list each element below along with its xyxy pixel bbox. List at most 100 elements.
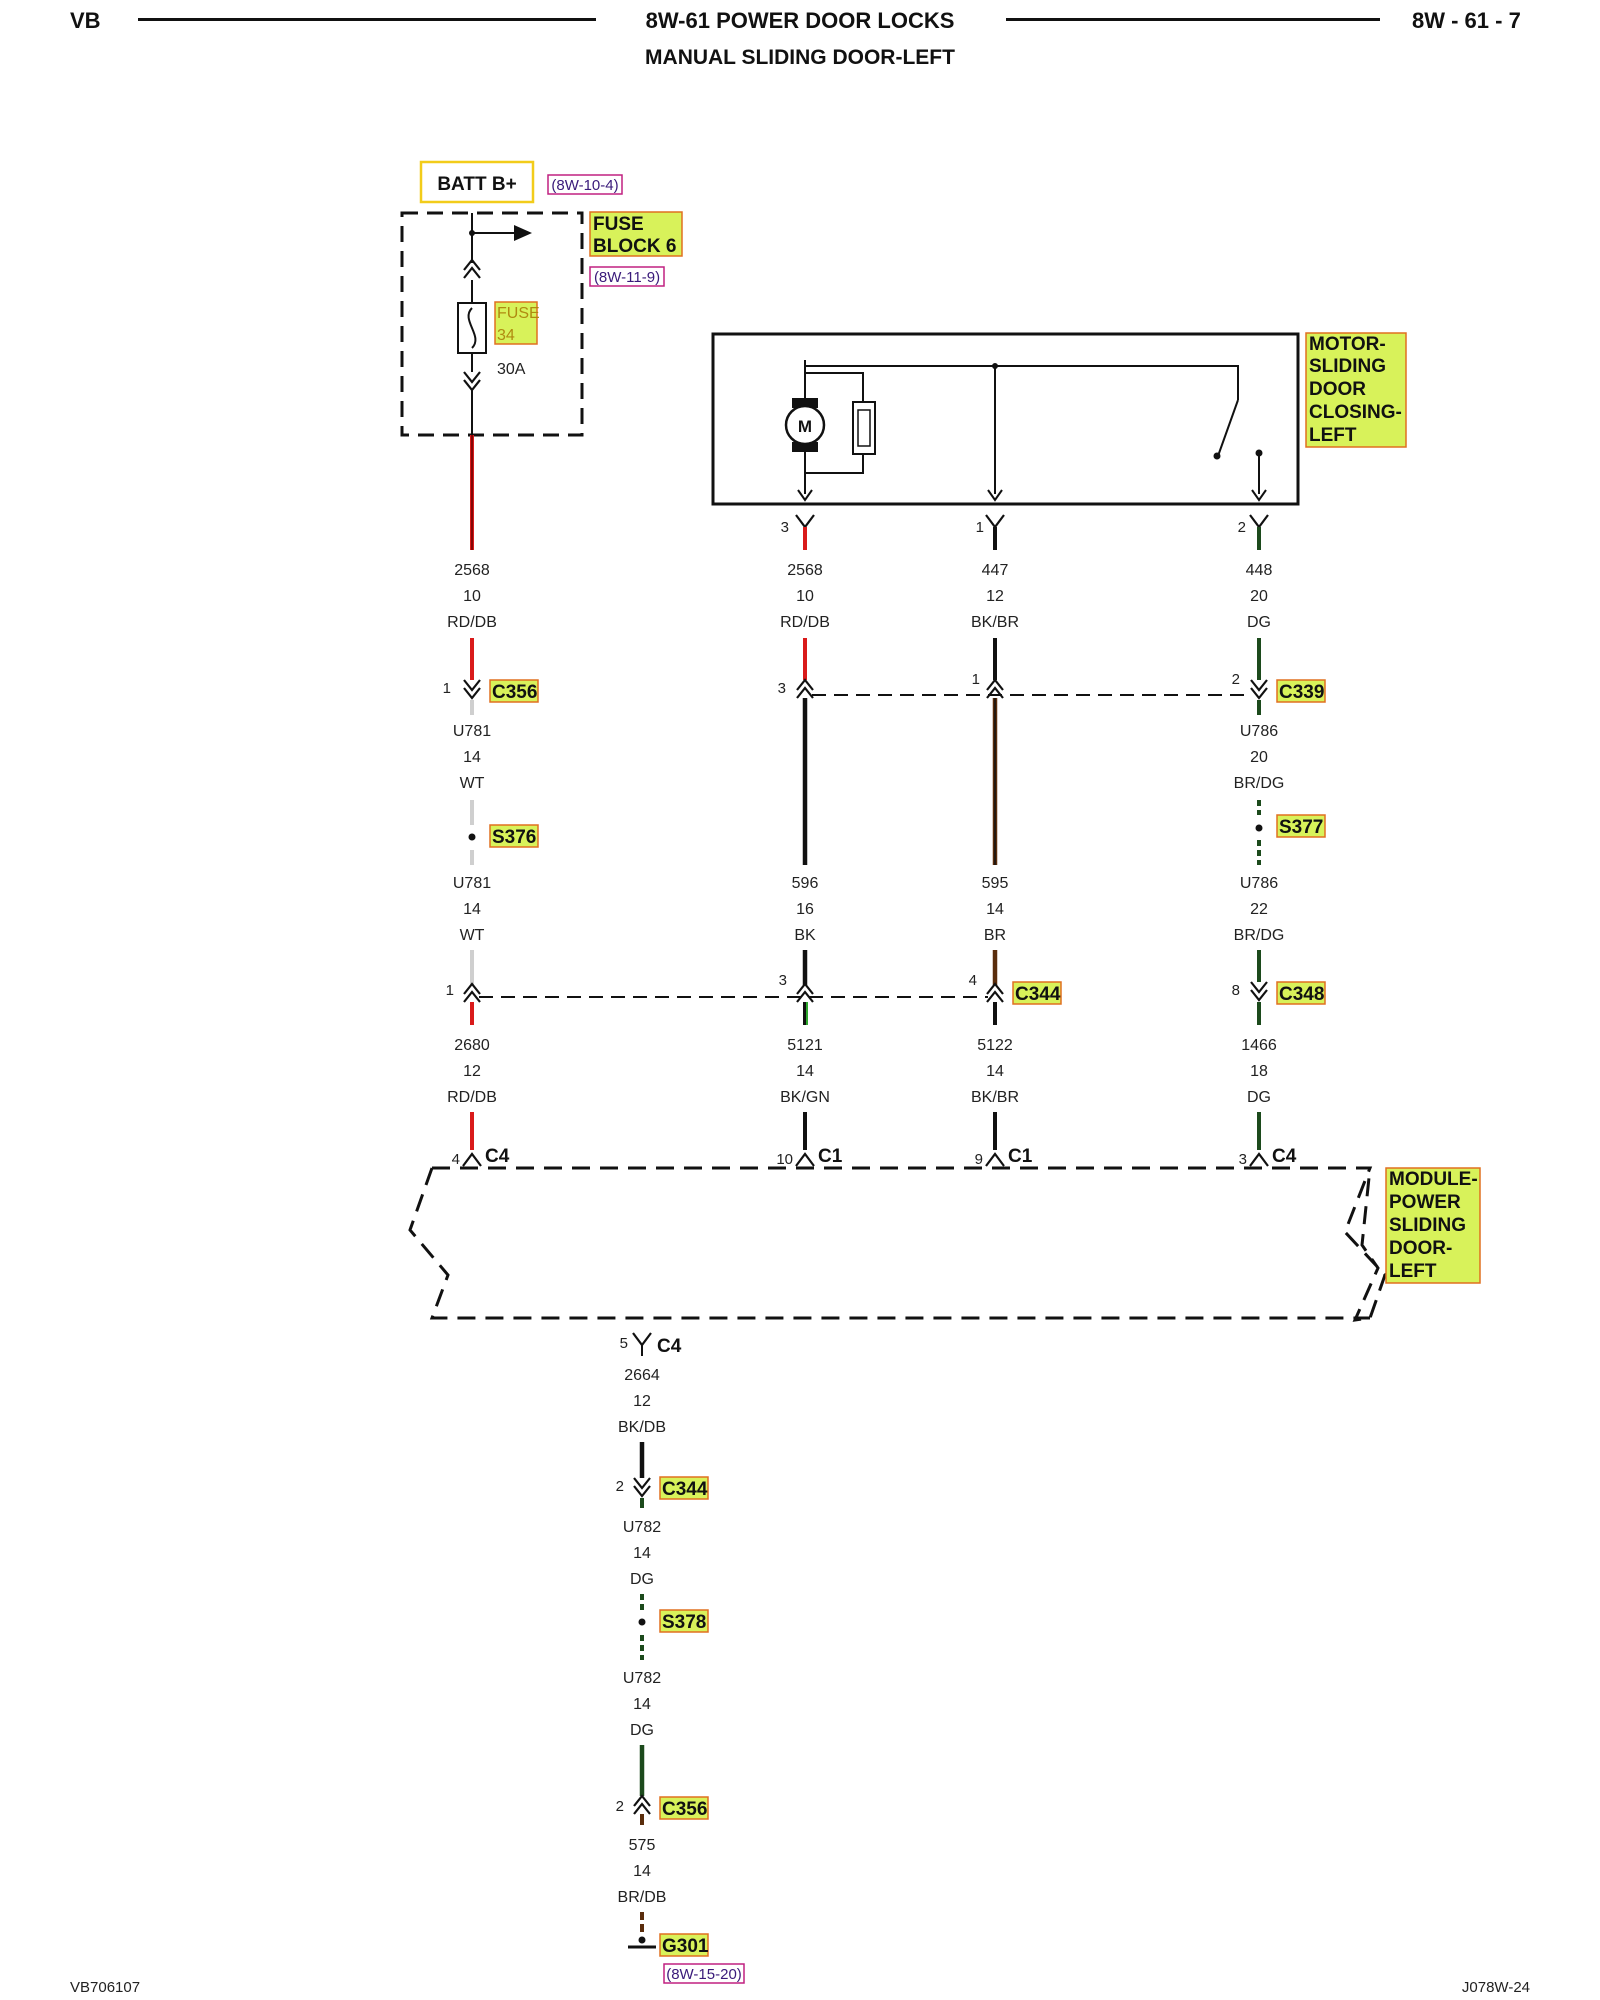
module-connector-label[interactable]: C1 [818, 1146, 843, 1167]
wire-label: BR/DG [1234, 927, 1285, 944]
splice-label-box [659, 1609, 709, 1633]
module-pin-c1-9[interactable] [984, 1152, 1006, 1168]
wire-label: RD/DB [447, 1089, 497, 1106]
pin-number: 3 [779, 972, 787, 989]
ground-ref[interactable]: (8W-15-20) [666, 1966, 742, 1983]
module-pin-c4-5[interactable] [631, 1331, 653, 1347]
fuse-element-icon [467, 307, 477, 349]
wire-label: 10 [796, 588, 814, 605]
connector-c356-pin2[interactable] [632, 1794, 652, 1816]
motor-pin-2[interactable] [1248, 513, 1270, 529]
motor-label-5: LEFT [1309, 425, 1357, 446]
wire-label: BK [794, 927, 816, 944]
fuse-number: 34 [497, 327, 515, 344]
pin-number: 3 [778, 680, 786, 697]
batt-label-box [419, 160, 535, 204]
arrow-down-icon [987, 489, 1003, 502]
header-rule-right [1006, 18, 1380, 21]
module-pin-c4-4[interactable] [461, 1152, 483, 1168]
wire-label: 22 [1250, 901, 1268, 918]
wire-label: 20 [1250, 588, 1268, 605]
splice-s377[interactable] [1255, 824, 1263, 832]
module-label-2: POWER [1389, 1192, 1461, 1213]
wire-label: DG [630, 1571, 654, 1588]
header-left: VB [70, 8, 101, 33]
splice-s377-label[interactable]: S377 [1279, 817, 1323, 838]
connector-c348-label[interactable]: C348 [1279, 984, 1324, 1005]
module-connector-label[interactable]: C4 [1272, 1146, 1297, 1167]
pin-number: 2 [616, 1798, 624, 1815]
pin-number: 10 [776, 1151, 793, 1168]
pin-number: 1 [976, 519, 984, 536]
wire-label: 1466 [1241, 1037, 1277, 1054]
motor-label-1: MOTOR- [1309, 334, 1386, 355]
motor-brush-bottom [792, 442, 818, 452]
arrow-down-icon [1251, 489, 1267, 502]
splice-label-box [1276, 814, 1326, 838]
module-pin-c1-10[interactable] [794, 1152, 816, 1168]
module-label-3: SLIDING [1389, 1215, 1466, 1236]
arrow-right-icon [514, 225, 532, 241]
connector-c344-pin1[interactable] [462, 982, 482, 1004]
splice-s378-label[interactable]: S378 [662, 1612, 706, 1633]
module-connector-label[interactable]: C1 [1008, 1146, 1033, 1167]
wire-label: WT [460, 775, 485, 792]
motor-pin-3[interactable] [794, 513, 816, 529]
pin-number: 2 [1238, 519, 1246, 536]
connector-c356-top-label[interactable]: C356 [492, 682, 537, 703]
connector-c344-pin3[interactable] [795, 982, 815, 1004]
connector-c344-pin4[interactable] [985, 982, 1005, 1004]
wire-label: 14 [463, 749, 481, 766]
page-subtitle: MANUAL SLIDING DOOR-LEFT [645, 46, 955, 69]
page-number: 8W - 61 - 7 [1412, 8, 1521, 33]
motor-icon [784, 404, 826, 446]
connector-c356-bot-label[interactable]: C356 [662, 1799, 707, 1820]
motor-switch-pivot [1213, 452, 1221, 460]
pin-number: 9 [975, 1151, 983, 1168]
wire-label: 5121 [787, 1037, 823, 1054]
pin-number: 3 [1239, 1151, 1247, 1168]
wire-label: RD/DB [780, 614, 830, 631]
batt-label: BATT B+ [437, 174, 516, 195]
wire-label: BK/BR [971, 1089, 1019, 1106]
wire-label: U782 [623, 1519, 661, 1536]
wire-label: 10 [463, 588, 481, 605]
motor-pin-1[interactable] [984, 513, 1006, 529]
wire-label: 2568 [787, 562, 823, 579]
wire-label: U781 [453, 875, 491, 892]
wire-label: 12 [986, 588, 1004, 605]
connector-c344-pin2[interactable] [632, 1476, 652, 1498]
connector-c356-top[interactable] [462, 678, 482, 700]
wire-label: RD/DB [447, 614, 497, 631]
fuse-block-label-box [589, 211, 683, 257]
fuse-block-boundary [400, 211, 584, 437]
wire-label: 12 [463, 1063, 481, 1080]
module-pin-c4-3[interactable] [1248, 1152, 1270, 1168]
splice-s376[interactable] [468, 833, 476, 841]
batt-ref[interactable]: (8W-10-4) [551, 177, 618, 194]
ref-box [547, 174, 623, 195]
wire-label: 596 [792, 875, 819, 892]
wire-label: BK/BR [971, 614, 1019, 631]
module-connector-label[interactable]: C4 [485, 1146, 510, 1167]
ref-box [663, 1963, 745, 1984]
connector-c339-pin2[interactable] [1249, 678, 1269, 700]
connector-c339-pin3[interactable] [795, 678, 815, 700]
connector-c348-pin8[interactable] [1249, 980, 1269, 1002]
motor-label-4: CLOSING- [1309, 402, 1402, 423]
connector-c344-bot-label[interactable]: C344 [662, 1479, 708, 1500]
fuse-block-label-1: FUSE [593, 214, 644, 235]
connector-c344-mid-label[interactable]: C344 [1015, 984, 1061, 1005]
splice-s376-label[interactable]: S376 [492, 827, 536, 848]
module-connector-label[interactable]: C4 [657, 1336, 682, 1357]
pin-number: 1 [446, 982, 454, 999]
splice-s378[interactable] [638, 1618, 646, 1626]
fuse-block-ref[interactable]: (8W-11-9) [594, 269, 660, 286]
header-rule-left [138, 18, 596, 21]
connector-c339-label[interactable]: C339 [1279, 682, 1324, 703]
connector-label-box [1276, 679, 1326, 703]
ground-g301-label[interactable]: G301 [662, 1936, 709, 1957]
wire-label: 595 [982, 875, 1009, 892]
wire-label: 5122 [977, 1037, 1013, 1054]
connector-label-box [489, 679, 539, 703]
